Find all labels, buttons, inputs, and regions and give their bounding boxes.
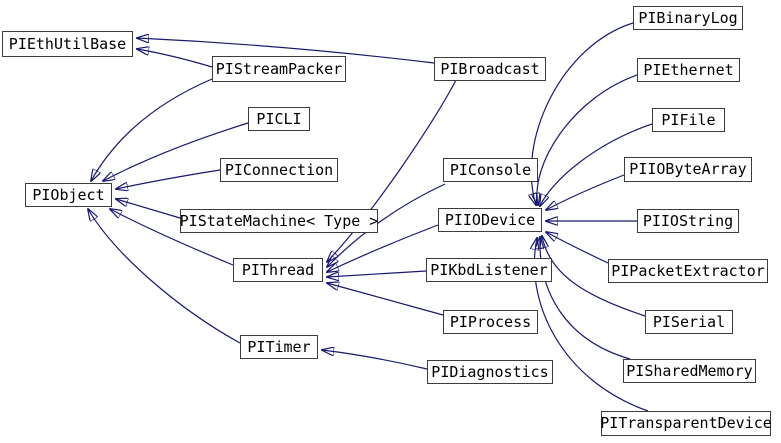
edge-pipacketextractor-to-piiodevice: [546, 232, 609, 264]
edge-pibroadcast-to-pithread: [327, 79, 457, 262]
edge-pithread-to-piobject: [110, 209, 234, 266]
edge-piserial-to-piiodevice: [542, 236, 646, 317]
class-node-pifile[interactable]: PIFile: [652, 108, 725, 132]
class-node-pipacketextractor[interactable]: PIPacketExtractor: [608, 259, 768, 283]
class-node-piethernet[interactable]: PIEthernet: [637, 58, 740, 82]
edge-piprocess-to-pithread: [327, 283, 444, 316]
edge-pitimer-to-piobject: [88, 209, 241, 344]
edge-picli-to-piobject: [103, 122, 249, 181]
edge-piconsole-to-pithread: [327, 183, 446, 267]
class-node-pikbdlistener[interactable]: PIKbdListener: [426, 258, 552, 282]
edge-pikbdlistener-to-pithread: [327, 270, 427, 277]
class-node-pistreampacker[interactable]: PIStreamPacker: [212, 56, 346, 82]
class-node-pistatemachine[interactable]: PIStateMachine< Type >: [180, 209, 378, 233]
class-node-piconsole[interactable]: PIConsole: [443, 158, 538, 182]
edge-pifile-to-piiodevice: [540, 123, 653, 206]
edge-piiobytearray-to-piiodevice: [546, 174, 625, 210]
class-node-piconnection[interactable]: PIConnection: [220, 158, 338, 182]
class-node-pitransparentdevice[interactable]: PITransparentDevice: [600, 411, 772, 436]
class-node-piiobytearray[interactable]: PIIOByteArray: [624, 157, 752, 182]
class-node-pibinarylog[interactable]: PIBinaryLog: [633, 6, 743, 30]
edge-piiodevice-to-pithread: [327, 224, 439, 272]
edge-pidiagnostics-to-pitimer: [322, 350, 428, 370]
class-node-piobject[interactable]: PIObject: [25, 183, 112, 207]
edge-pistatemachine-to-piobject: [116, 199, 181, 219]
edge-pisharedmemory-to-piiodevice: [540, 237, 631, 360]
class-node-pibroadcast[interactable]: PIBroadcast: [434, 57, 546, 81]
class-node-pithread[interactable]: PIThread: [233, 258, 323, 282]
class-node-piserial[interactable]: PISerial: [645, 310, 733, 334]
class-node-pisharedmemory[interactable]: PISharedMemory: [623, 359, 756, 383]
class-node-piprocess[interactable]: PIProcess: [443, 310, 538, 334]
edge-pibroadcast-to-piethutilbase: [137, 38, 435, 64]
class-node-piiodevice[interactable]: PIIODevice: [438, 208, 542, 232]
class-node-pidiagnostics[interactable]: PIDiagnostics: [427, 360, 553, 384]
edge-pistreampacker-to-piobject: [91, 78, 213, 181]
edge-piconnection-to-piobject: [116, 169, 221, 189]
class-node-piethutilbase[interactable]: PIEthUtilBase: [2, 31, 133, 57]
class-node-pitimer[interactable]: PITimer: [240, 335, 318, 359]
class-node-piiostring[interactable]: PIIOString: [637, 209, 739, 233]
edge-piethernet-to-piiodevice: [537, 74, 638, 205]
class-node-picli[interactable]: PICLI: [248, 107, 310, 131]
edge-pistreampacker-to-piethutilbase: [137, 49, 213, 68]
